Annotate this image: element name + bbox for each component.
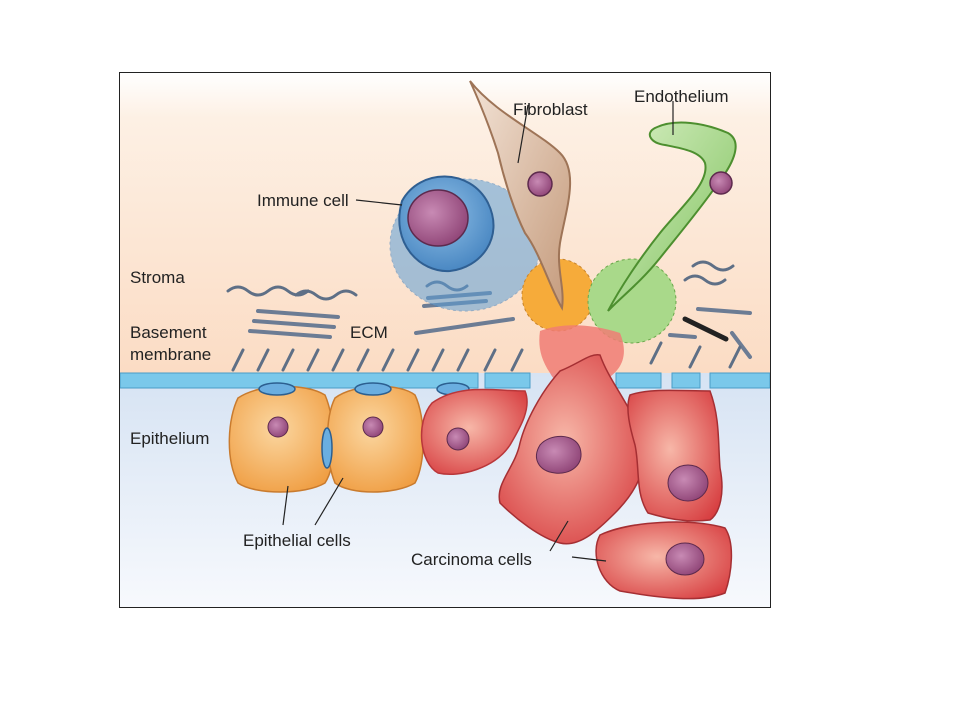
transitional-cell [420,388,528,475]
ecm-dark-fiber [682,316,729,342]
label-carcinoma-cells: Carcinoma cells [411,550,532,569]
label-ecm: ECM [350,323,388,342]
label-epithelium: Epithelium [130,429,209,448]
basement-membrane [120,372,770,389]
fibroblast-cell [469,80,595,332]
leader-lines [282,101,674,562]
label-endothelium: Endothelium [634,87,729,106]
label-epithelial-cells: Epithelial cells [243,531,351,550]
label-membrane: membrane [130,345,211,364]
epithelial-cell-1 [228,385,335,493]
tumor-microenvironment-diagram: Stroma Basement membrane Epithelium ECM … [119,72,771,608]
carcinoma-cell-right [627,389,723,522]
anchoring-fibrils [231,341,742,372]
ecm-bundles [248,291,752,359]
label-immune-cell: Immune cell [257,191,349,210]
carcinoma-cell-bottom [595,521,733,600]
immune-cell [389,175,541,312]
label-fibroblast: Fibroblast [513,100,588,119]
endothelium-cell [587,121,737,344]
label-basement: Basement [130,323,207,342]
carcinoma-cell-large [498,354,645,545]
diagram-canvas: Stroma Basement membrane Epithelium ECM … [120,73,770,607]
epithelial-cell-2 [326,385,424,493]
label-stroma: Stroma [130,268,185,287]
